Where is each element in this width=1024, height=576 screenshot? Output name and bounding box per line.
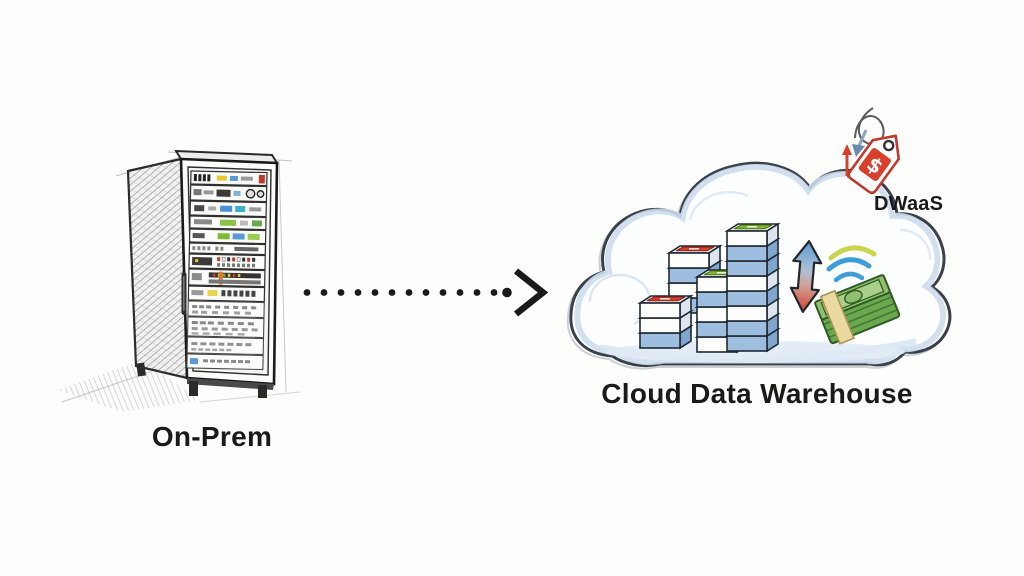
block-stack xyxy=(726,223,779,352)
dotted-arrow-connector xyxy=(303,268,549,317)
small-down-arrow-icon xyxy=(852,129,868,157)
rack-foot xyxy=(258,385,267,398)
server-rack-illustration xyxy=(58,149,301,412)
dwaas-label: DWaaS xyxy=(874,193,944,215)
rack-unit xyxy=(190,170,268,187)
rack-unit xyxy=(187,300,265,319)
price-tag-icon: $ xyxy=(847,134,901,195)
rack-foot xyxy=(189,381,198,396)
rack-shadow xyxy=(58,360,200,412)
dwaas-price-tag-group: $ xyxy=(842,107,901,195)
rack-unit xyxy=(189,215,267,231)
rack-unit xyxy=(189,184,268,203)
rack-unit xyxy=(186,316,265,339)
bidirectional-sync-arrow xyxy=(789,240,823,313)
rack-unit xyxy=(188,228,267,245)
rack-unit xyxy=(187,285,266,303)
rack-foot xyxy=(136,362,146,377)
money-stack-icon xyxy=(814,274,901,345)
rack-unit xyxy=(186,336,265,356)
block-stack xyxy=(639,295,692,349)
rack-unit xyxy=(189,200,267,218)
on-prem-label: On-Prem xyxy=(151,421,273,452)
arrowhead-chevron xyxy=(513,268,549,317)
rack-unit xyxy=(188,242,267,256)
rack-unit xyxy=(188,268,266,288)
rack-unit xyxy=(188,253,266,271)
rack-unit xyxy=(186,353,264,371)
signal-arcs-icon xyxy=(826,245,877,283)
cloud-data-warehouse-label: Cloud Data Warehouse xyxy=(601,378,913,409)
